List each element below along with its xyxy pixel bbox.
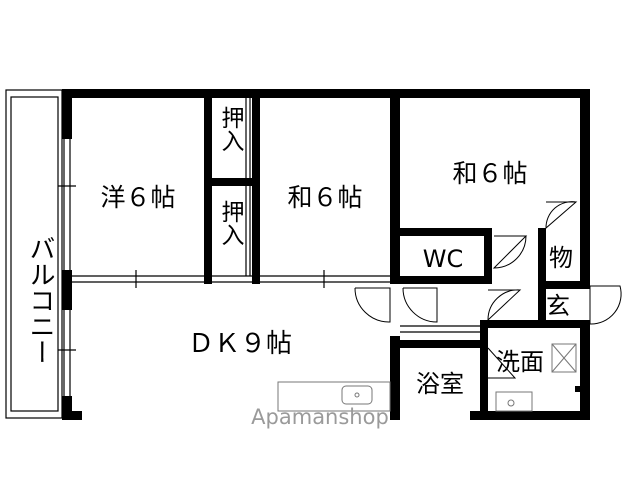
entrance-label: 玄 (546, 292, 570, 320)
interior-walls (204, 89, 590, 420)
kitchen-counter (277, 381, 391, 412)
door-swings (354, 201, 622, 379)
balcony-area (5, 89, 63, 419)
japanese-room-right-label: 和６帖 (452, 159, 527, 188)
balcony-label: バルコニー (25, 235, 55, 365)
bathroom-label: 浴室 (416, 370, 464, 398)
western-room-label: 洋６帖 (100, 183, 175, 212)
balcony-windows (58, 139, 76, 396)
wc-label: WC (423, 245, 464, 273)
washbasin (495, 391, 533, 412)
dk-label: ＤＫ９帖 (188, 329, 292, 359)
washing-machine-space (551, 343, 577, 373)
storage-label: 物 (549, 244, 573, 272)
oshiire-bottom-label: 押入 (217, 200, 245, 246)
japanese-room-center-label: 和６帖 (287, 183, 362, 212)
oshiire-top-label: 押入 (217, 106, 245, 152)
sliding-partitions (72, 98, 480, 333)
washroom-label: 洗面 (496, 348, 544, 376)
exterior-walls (62, 89, 590, 420)
apamanshop-watermark: Apamanshop (251, 405, 389, 429)
